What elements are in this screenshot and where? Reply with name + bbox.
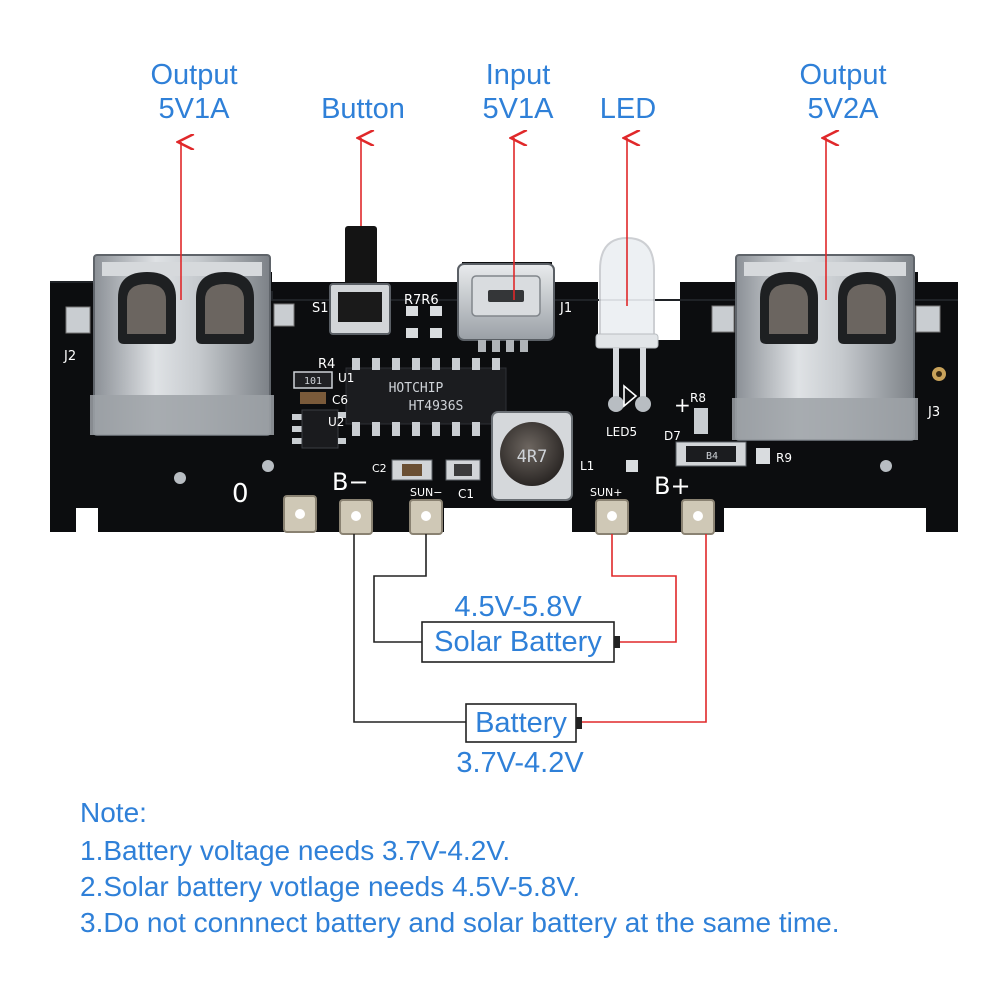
- battery-negative-wire: [353, 534, 466, 723]
- battery-voltage-range: 3.7V-4.2V: [456, 747, 584, 779]
- wiring: [353, 534, 707, 723]
- usb-port-j3: [711, 254, 946, 441]
- led-label: LED: [599, 93, 657, 125]
- silk-r9: R9: [776, 451, 792, 465]
- silk-c1: C1: [458, 487, 474, 501]
- solar-negative-wire: [373, 534, 427, 643]
- silk-l1: L1: [580, 459, 594, 473]
- silk-j1: J1: [559, 301, 572, 316]
- battery-label: Battery: [475, 707, 567, 739]
- note-line-3: 3.Do not connnect battery and solar batt…: [80, 907, 840, 938]
- silk-b-minus: B−: [332, 468, 369, 496]
- input-rating: 5V1A: [482, 93, 554, 125]
- silk-sun-plus: SUN+: [590, 486, 622, 499]
- silk-r4: R4: [318, 357, 335, 372]
- silk-plus: +: [674, 393, 691, 417]
- solar-voltage-range: 4.5V-5.8V: [454, 591, 582, 623]
- silk-s1: S1: [312, 301, 329, 316]
- input-title: Input: [485, 59, 551, 91]
- silk-u1: U1: [338, 371, 354, 385]
- silk-sun-minus: SUN−: [410, 486, 442, 499]
- battery-positive-wire: [582, 534, 707, 723]
- silk-c6: C6: [332, 393, 348, 407]
- silk-led5: LED5: [606, 425, 637, 439]
- input-label: Input 5V1A: [458, 58, 578, 126]
- battery-symbol: [465, 703, 582, 743]
- ic-chip-u1: HOTCHIP HT4936S: [345, 358, 507, 436]
- inductor-l1: 4R7: [491, 411, 573, 501]
- smd-components: 101 B4: [174, 306, 892, 484]
- note-line-1: 1.Battery voltage needs 3.7V-4.2V.: [80, 835, 511, 866]
- note-line-2: 2.Solar battery votlage needs 4.5V-5.8V.: [80, 871, 581, 902]
- solar-battery-symbol: [421, 621, 620, 663]
- silk-d7: D7: [664, 429, 681, 443]
- silk-r8: R8: [690, 391, 706, 405]
- b4-text: B4: [706, 451, 718, 462]
- solar-positive-wire: [611, 534, 677, 643]
- output-2a-title: Output: [799, 59, 887, 91]
- solar-battery-label: Solar Battery: [434, 626, 602, 658]
- silkscreen: J2 S1 R7R6 J1 R4 U1 C6 U2 C2 C1 L1 LED5 …: [63, 293, 940, 509]
- push-button-s1: [329, 226, 391, 335]
- output-1a-title: Output: [150, 59, 238, 91]
- silk-u2: U2: [328, 415, 344, 429]
- output-2a-rating: 5V2A: [807, 93, 879, 125]
- inductor-text: 4R7: [517, 447, 548, 467]
- resistor-101-text: 101: [304, 376, 322, 387]
- note-title: Note:: [80, 797, 147, 828]
- silk-c2: C2: [372, 462, 387, 475]
- silk-r7r6: R7R6: [404, 293, 439, 308]
- silk-j3: J3: [927, 405, 940, 420]
- button-label: Button: [321, 93, 405, 125]
- output-1a-rating: 5V1A: [158, 93, 230, 125]
- micro-usb-j1: [457, 263, 555, 352]
- silk-zero: 0: [232, 479, 249, 509]
- label-arrows: [181, 138, 826, 306]
- usb-port-j2: [65, 254, 295, 436]
- solder-pads: [283, 495, 715, 535]
- silk-j2: J2: [63, 349, 76, 364]
- chip-brand-text: HOTCHIP: [389, 381, 444, 396]
- output-2a-label: Output 5V2A: [783, 58, 903, 126]
- chip-model-text: HT4936S: [409, 399, 464, 414]
- silk-b-plus: B+: [654, 472, 691, 500]
- output-1a-label: Output 5V1A: [134, 58, 254, 126]
